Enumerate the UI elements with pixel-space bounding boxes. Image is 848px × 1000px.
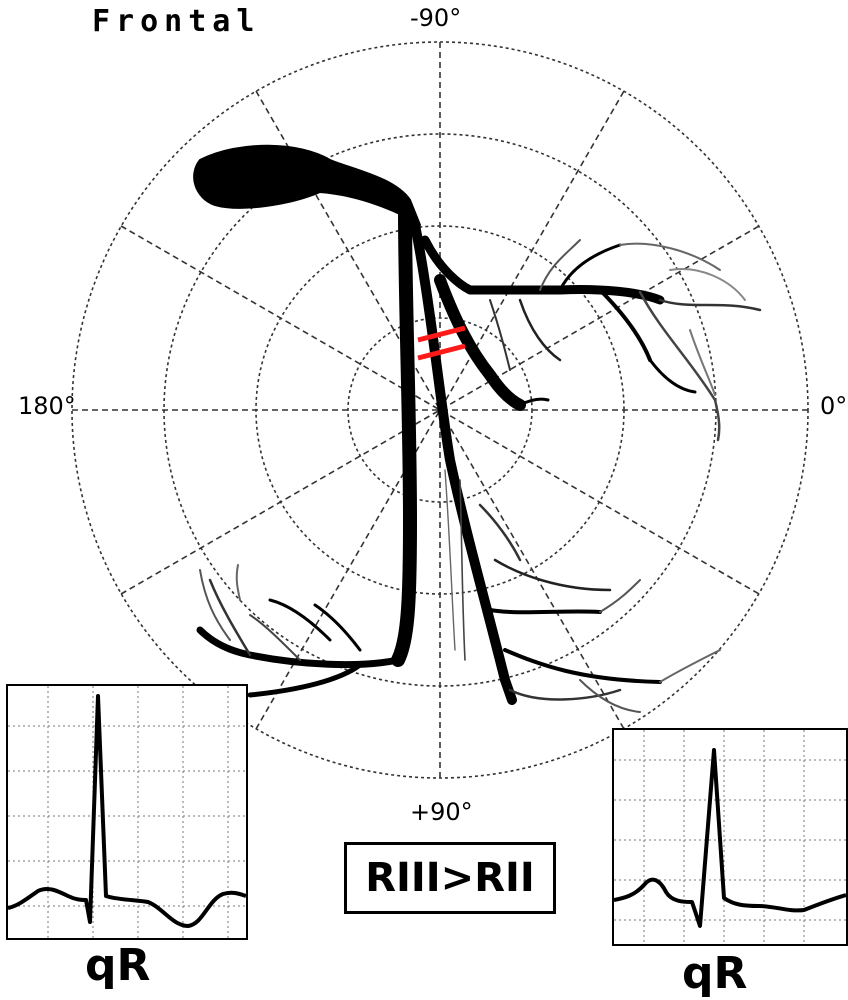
- ecg-trace-right: [614, 730, 846, 944]
- left-trunk: [398, 210, 410, 660]
- ecg-strip-right: [612, 728, 848, 946]
- coronary-tree: [194, 146, 760, 712]
- axis-label-bottom: +90°: [410, 798, 473, 826]
- aortic-root: [194, 146, 420, 225]
- axis-label-left: 180°: [18, 392, 76, 420]
- ecg-strip-left: [6, 684, 248, 940]
- ecg-caption-right: qR: [682, 948, 747, 999]
- diagram-title: Frontal: [92, 4, 260, 39]
- axis-label-right: 0°: [820, 392, 847, 420]
- axis-label-top: -90°: [410, 4, 461, 32]
- ecg-caption-left: qR: [85, 940, 150, 991]
- upper-branch: [425, 240, 660, 300]
- comparison-box: RIII>RII: [344, 842, 556, 914]
- ecg-trace-left: [8, 686, 246, 938]
